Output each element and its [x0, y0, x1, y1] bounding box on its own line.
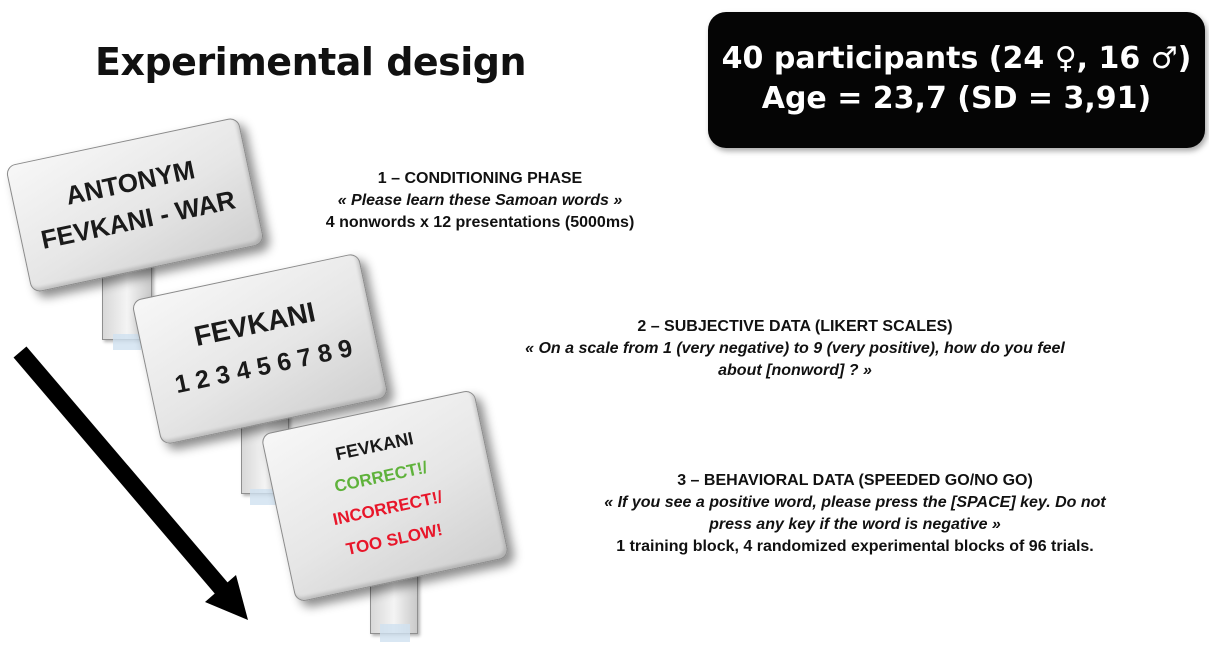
participants-line: 40 participants (24 ♀, 16 ♂)	[721, 41, 1192, 76]
sequence-arrow	[13, 346, 248, 620]
sign-post-1-foot	[113, 334, 141, 350]
phase-3-description: 3 – BEHAVIORAL DATA (SPEEDED GO/NO GO) «…	[505, 470, 1205, 558]
participants-box: 40 participants (24 ♀, 16 ♂) Age = 23,7 …	[708, 12, 1205, 148]
sign-antonym: ANTONYM FEVKANI - WAR	[5, 116, 265, 294]
phase-3-instruction-line1: « If you see a positive word, please pre…	[604, 494, 1106, 511]
phase-2-heading: 2 – SUBJECTIVE DATA (LIKERT SCALES)	[637, 318, 953, 335]
age-line: Age = 23,7 (SD = 3,91)	[761, 81, 1152, 116]
sign-go-nogo: FEVKANI CORRECT!/ INCORRECT!/ TOO SLOW!	[260, 389, 510, 603]
phase-1-detail: 4 nonwords x 12 presentations (5000ms)	[325, 214, 635, 231]
phase-2-instruction-line1: « On a scale from 1 (very negative) to 9…	[525, 340, 1065, 357]
phase-1-description: 1 – CONDITIONING PHASE « Please learn th…	[250, 168, 710, 234]
phase-2-instruction-line2: about [nonword] ? »	[718, 362, 872, 379]
phase-1-heading: 1 – CONDITIONING PHASE	[377, 170, 583, 187]
phase-2-description: 2 – SUBJECTIVE DATA (LIKERT SCALES) « On…	[385, 316, 1205, 382]
phase-3-instruction-line2: press any key if the word is negative »	[709, 516, 1001, 533]
diagram-title: Experimental design	[95, 40, 527, 84]
phase-1-instruction: « Please learn these Samoan words »	[337, 192, 623, 209]
phase-3-heading: 3 – BEHAVIORAL DATA (SPEEDED GO/NO GO)	[677, 472, 1033, 489]
phase-3-detail: 1 training block, 4 randomized experimen…	[616, 538, 1094, 555]
sign-post-3-foot	[380, 624, 410, 642]
sign-post-2-foot	[250, 489, 278, 505]
